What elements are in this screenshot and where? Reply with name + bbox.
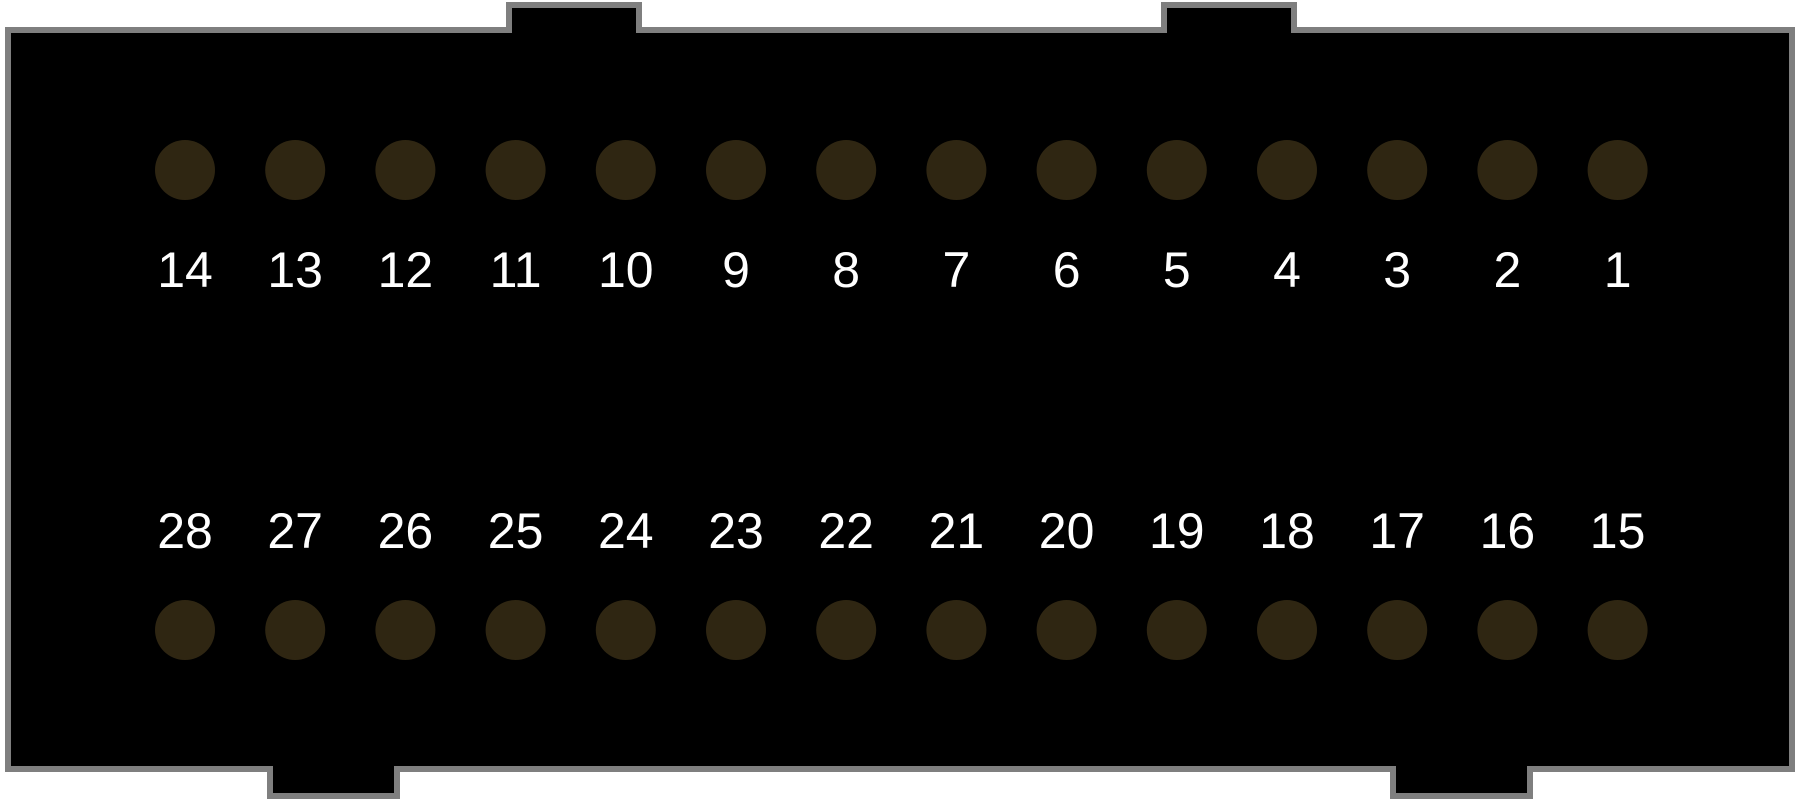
- pin-24: [595, 600, 656, 660]
- pin-2: [1477, 140, 1538, 200]
- pin-17: [1367, 600, 1428, 660]
- pin-25: [485, 600, 546, 660]
- pin-label-25: 25: [488, 503, 544, 559]
- pin-27: [265, 600, 326, 660]
- pin-label-28: 28: [157, 503, 213, 559]
- pin-label-12: 12: [378, 242, 434, 298]
- pin-label-23: 23: [708, 503, 764, 559]
- pin-16: [1477, 600, 1538, 660]
- bottom-pin-labels: 28 27 26 25 24 23 22 21 20 19 18 17 16 15: [157, 503, 1645, 559]
- pin-8: [816, 140, 877, 200]
- pin-12: [375, 140, 436, 200]
- pin-label-18: 18: [1259, 503, 1315, 559]
- pin-22: [816, 600, 877, 660]
- pin-19: [1146, 600, 1207, 660]
- pin-10: [595, 140, 656, 200]
- pin-label-1: 1: [1604, 242, 1632, 298]
- pin-label-26: 26: [378, 503, 434, 559]
- pin-label-24: 24: [598, 503, 654, 559]
- pin-label-13: 13: [267, 242, 323, 298]
- pin-label-7: 7: [942, 242, 970, 298]
- pin-3: [1367, 140, 1428, 200]
- pin-label-17: 17: [1369, 503, 1425, 559]
- pin-label-5: 5: [1163, 242, 1191, 298]
- pin-label-6: 6: [1053, 242, 1081, 298]
- pin-20: [1036, 600, 1097, 660]
- pin-label-10: 10: [598, 242, 654, 298]
- pin-label-3: 3: [1383, 242, 1411, 298]
- pin-18: [1257, 600, 1317, 660]
- pin-26: [375, 600, 436, 660]
- pin-13: [265, 140, 326, 200]
- top-pin-row: [155, 140, 1648, 200]
- bottom-pin-row: [155, 600, 1648, 660]
- top-pin-labels: 14 13 12 11 10 9 8 7 6 5 4 3 2 1: [157, 242, 1631, 298]
- pin-21: [926, 600, 987, 660]
- pin-label-14: 14: [157, 242, 213, 298]
- pin-4: [1257, 140, 1317, 200]
- pin-label-21: 21: [929, 503, 985, 559]
- pin-label-15: 15: [1590, 503, 1646, 559]
- pin-label-2: 2: [1493, 242, 1521, 298]
- pin-label-16: 16: [1480, 503, 1536, 559]
- pin-label-4: 4: [1273, 242, 1301, 298]
- pin-9: [706, 140, 766, 200]
- pin-label-8: 8: [832, 242, 860, 298]
- pin-11: [485, 140, 546, 200]
- pin-label-9: 9: [722, 242, 750, 298]
- pin-1: [1587, 140, 1648, 200]
- pin-5: [1146, 140, 1207, 200]
- pin-14: [155, 140, 215, 200]
- pin-label-19: 19: [1149, 503, 1205, 559]
- pin-label-22: 22: [818, 503, 874, 559]
- pin-label-27: 27: [267, 503, 323, 559]
- pin-7: [926, 140, 987, 200]
- pin-15: [1587, 600, 1648, 660]
- pin-28: [155, 600, 215, 660]
- pin-label-20: 20: [1039, 503, 1095, 559]
- connector-housing: [5, 2, 1795, 799]
- pin-23: [706, 600, 766, 660]
- pin-label-11: 11: [490, 242, 542, 298]
- pin-6: [1036, 140, 1097, 200]
